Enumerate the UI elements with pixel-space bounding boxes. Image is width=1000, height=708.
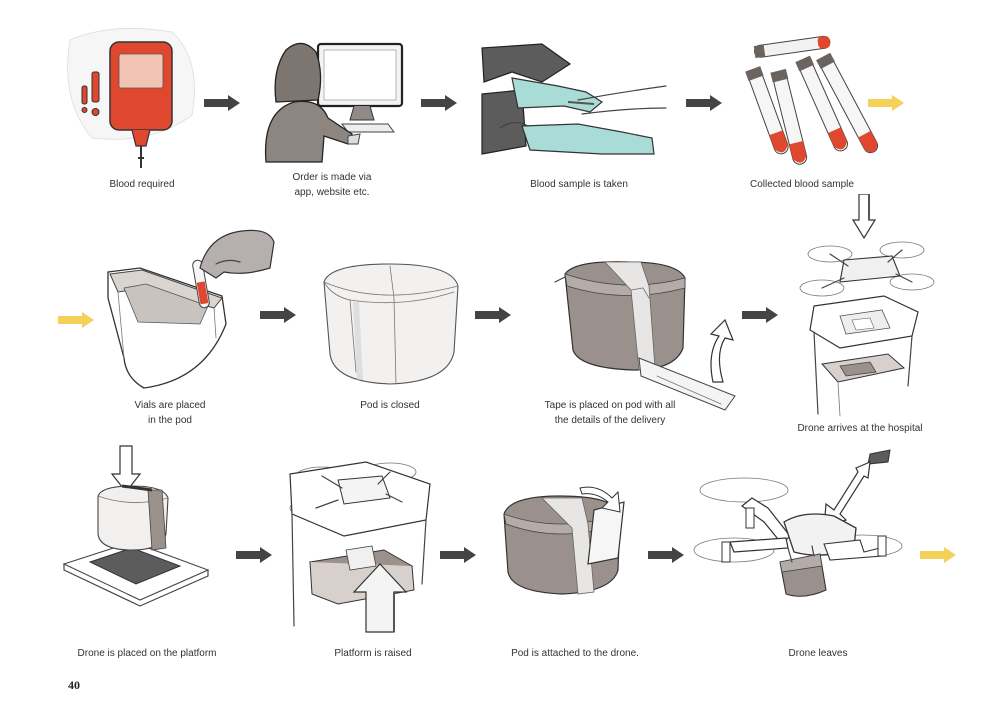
step-caption: Collected blood sample [750, 179, 854, 190]
right-arrow-yellow-icon [868, 95, 904, 116]
blood-draw-icon [481, 42, 667, 162]
step-caption: Drone arrives at the hospital [797, 423, 923, 434]
step-caption: Blood required [109, 179, 175, 190]
right-arrow-icon [686, 95, 722, 116]
step-caption: Pod is closed [360, 400, 420, 411]
right-arrow-icon [440, 547, 476, 568]
blood-vials-icon [742, 34, 879, 174]
drone-on-station-icon [799, 236, 940, 421]
step-caption: Blood sample is taken [530, 179, 628, 190]
blood-bag-icon [52, 20, 232, 175]
right-arrow-icon [204, 95, 240, 116]
right-arrow-icon [648, 547, 684, 568]
person-at-computer-icon [262, 40, 412, 165]
down-arrow-icon [851, 193, 877, 245]
right-arrow-icon [742, 307, 778, 328]
pod-on-platform-icon [62, 445, 212, 626]
pod-attach-icon [500, 484, 635, 599]
right-arrow-yellow-icon [920, 547, 956, 568]
raised-platform-icon [286, 454, 436, 634]
closed-pod-icon [320, 262, 460, 387]
open-pod-icon [104, 228, 284, 393]
right-arrow-icon [236, 547, 272, 568]
page-number: 40 [68, 678, 80, 692]
right-arrow-icon [421, 95, 457, 116]
taped-pod-icon [545, 258, 745, 413]
drone-flying-icon [693, 448, 910, 608]
step-caption: Pod is attached to the drone. [511, 648, 639, 659]
right-arrow-icon [260, 307, 296, 328]
right-arrow-icon [475, 307, 511, 328]
step-caption: Drone leaves [788, 648, 848, 659]
right-arrow-yellow-icon [58, 312, 94, 333]
step-caption: Drone is placed on the platform [77, 648, 217, 659]
step-caption: Platform is raised [334, 648, 412, 659]
